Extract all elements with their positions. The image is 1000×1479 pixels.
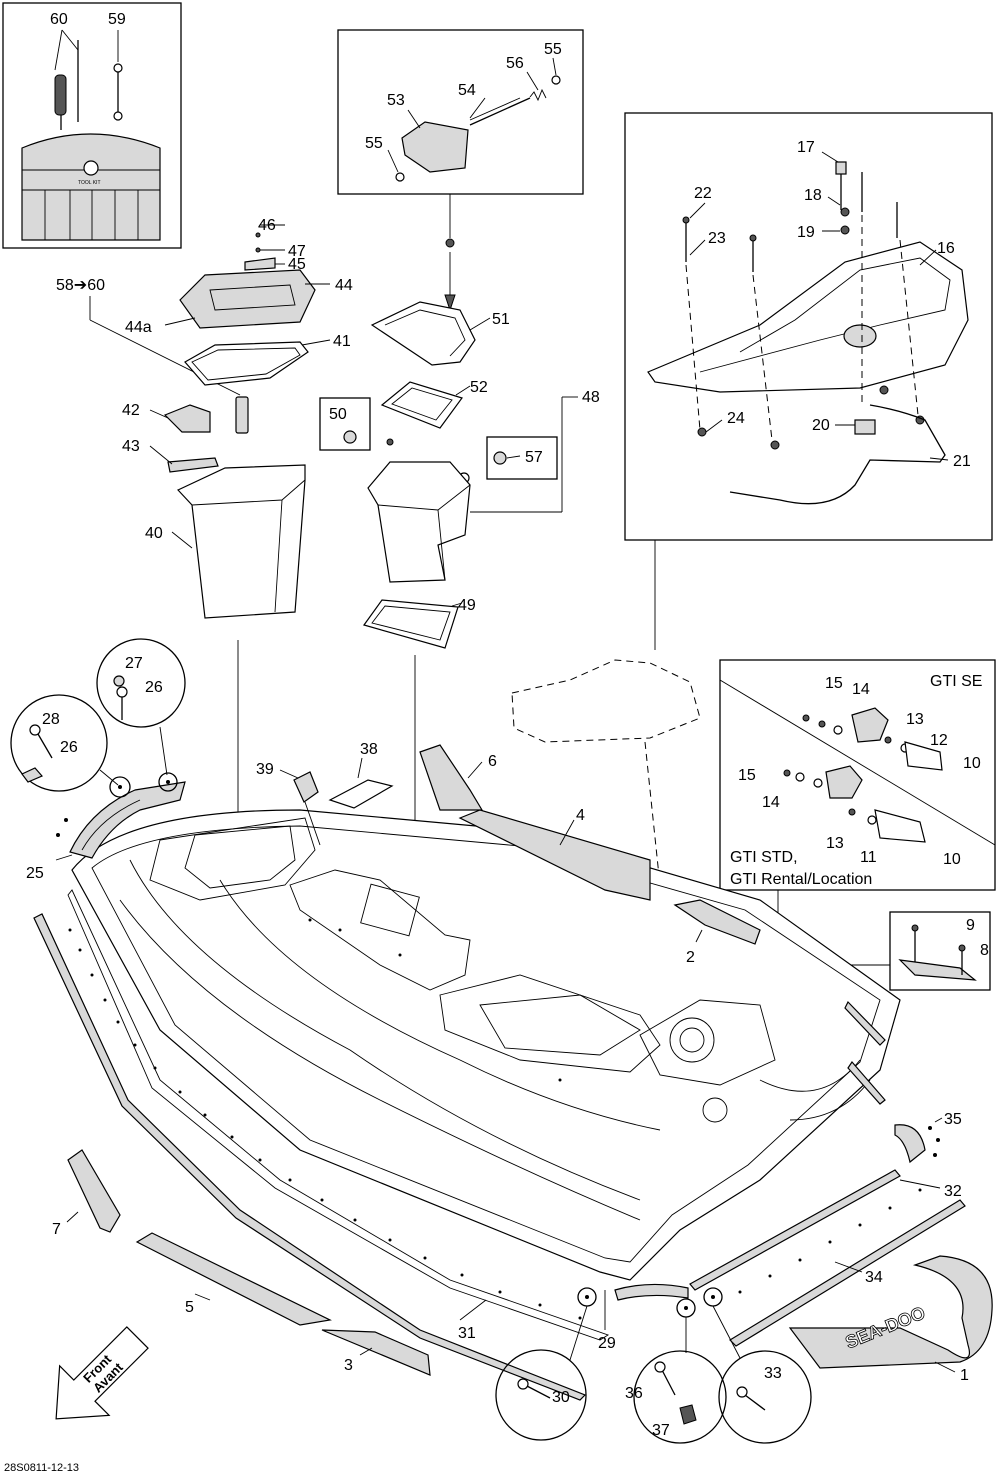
label-27: 27 <box>125 655 143 672</box>
label-54: 54 <box>458 82 476 99</box>
label-38: 38 <box>360 741 378 758</box>
rear-trim-screws <box>738 1188 922 1294</box>
label-5: 5 <box>185 1299 194 1316</box>
label-32: 32 <box>944 1183 962 1200</box>
tool-kit-inset: TOOL KIT 60 59 <box>2 2 182 249</box>
bolts <box>682 161 898 272</box>
label-2: 2 <box>686 949 695 966</box>
label-56: 56 <box>506 55 524 72</box>
label-17: 17 <box>797 139 815 156</box>
label-18: 18 <box>804 187 822 204</box>
label-51: 51 <box>492 311 510 328</box>
glove-box-cover-inset: 53 54 56 55 55 <box>337 29 584 195</box>
label-13-bottom: 13 <box>826 835 844 852</box>
label-25: 25 <box>26 865 44 882</box>
label-29: 29 <box>598 1335 616 1352</box>
gti-variant-inset: GTI SE 15 14 13 12 10 15 14 13 11 10 GTI… <box>719 659 996 891</box>
label-41: 41 <box>333 333 351 350</box>
label-23: 23 <box>708 230 726 247</box>
label-19: 19 <box>797 224 815 241</box>
label-39: 39 <box>256 761 274 778</box>
label-31: 31 <box>458 1325 476 1342</box>
label-48: 48 <box>582 389 600 406</box>
label-14-top: 14 <box>852 681 870 698</box>
label-58-to-60: 58➔60 <box>56 277 105 294</box>
label-59: 59 <box>108 11 126 28</box>
label-26-bottom: 26 <box>60 739 78 756</box>
label-1: 1 <box>960 1367 969 1384</box>
label-53: 53 <box>387 92 405 109</box>
label-9: 9 <box>966 917 975 934</box>
label-52: 52 <box>470 379 488 396</box>
trim-screws <box>68 928 582 1320</box>
label-26-top: 26 <box>145 679 163 696</box>
label-44: 44 <box>335 277 353 294</box>
gti-se-title: GTI SE <box>930 673 982 690</box>
label-21: 21 <box>953 453 971 470</box>
label-33: 33 <box>764 1365 782 1382</box>
label-11: 11 <box>860 849 877 866</box>
label-20: 20 <box>812 417 830 434</box>
label-37: 37 <box>652 1422 670 1439</box>
label-15-top: 15 <box>825 675 843 692</box>
label-45: 45 <box>288 256 306 273</box>
label-6: 6 <box>488 753 497 770</box>
front-direction-arrow: Front Avant <box>55 1326 149 1420</box>
label-49: 49 <box>458 597 476 614</box>
label-13-top: 13 <box>906 711 924 728</box>
label-57: 57 <box>525 449 543 466</box>
rear-grab-handle-inset: 17 18 19 22 23 16 24 20 21 <box>624 112 993 541</box>
label-12: 12 <box>930 732 948 749</box>
gti-std-line1: GTI STD, <box>730 849 798 866</box>
label-40: 40 <box>145 525 163 542</box>
label-44a: 44a <box>125 319 152 336</box>
label-24: 24 <box>727 410 745 427</box>
label-34: 34 <box>865 1269 883 1286</box>
label-7: 7 <box>52 1221 61 1238</box>
label-3: 3 <box>344 1357 353 1374</box>
hull-deck <box>71 809 901 1281</box>
label-10-bottom: 10 <box>943 851 961 868</box>
label-55-bottom: 55 <box>365 135 383 152</box>
label-43: 43 <box>122 438 140 455</box>
label-36: 36 <box>625 1385 643 1402</box>
label-28: 28 <box>42 711 60 728</box>
label-4: 4 <box>576 807 585 824</box>
label-15-bottom: 15 <box>738 767 756 784</box>
label-55-top: 55 <box>544 41 562 58</box>
gti-std-line2: GTI Rental/Location <box>730 871 872 888</box>
label-35: 35 <box>944 1111 962 1128</box>
drawing-number: 28S0811-12-13 <box>4 1462 79 1474</box>
label-8: 8 <box>980 942 989 959</box>
label-16: 16 <box>937 240 955 257</box>
glove-box-parts: 51 52 50 57 48 49 <box>319 301 600 845</box>
front-storage-parts: 46 47 45 44 44a 41 42 43 40 <box>122 217 353 842</box>
label-50: 50 <box>329 406 347 423</box>
label-14-bottom: 14 <box>762 794 780 811</box>
label-47: 47 <box>288 243 306 260</box>
label-22: 22 <box>694 185 712 202</box>
label-60: 60 <box>50 11 68 28</box>
label-30: 30 <box>552 1389 570 1406</box>
kit-logo-text: TOOL KIT <box>78 180 101 186</box>
label-42: 42 <box>122 402 140 419</box>
label-46: 46 <box>258 217 276 234</box>
inset-8-9: 9 8 <box>889 911 991 991</box>
label-10-top: 10 <box>963 755 981 772</box>
